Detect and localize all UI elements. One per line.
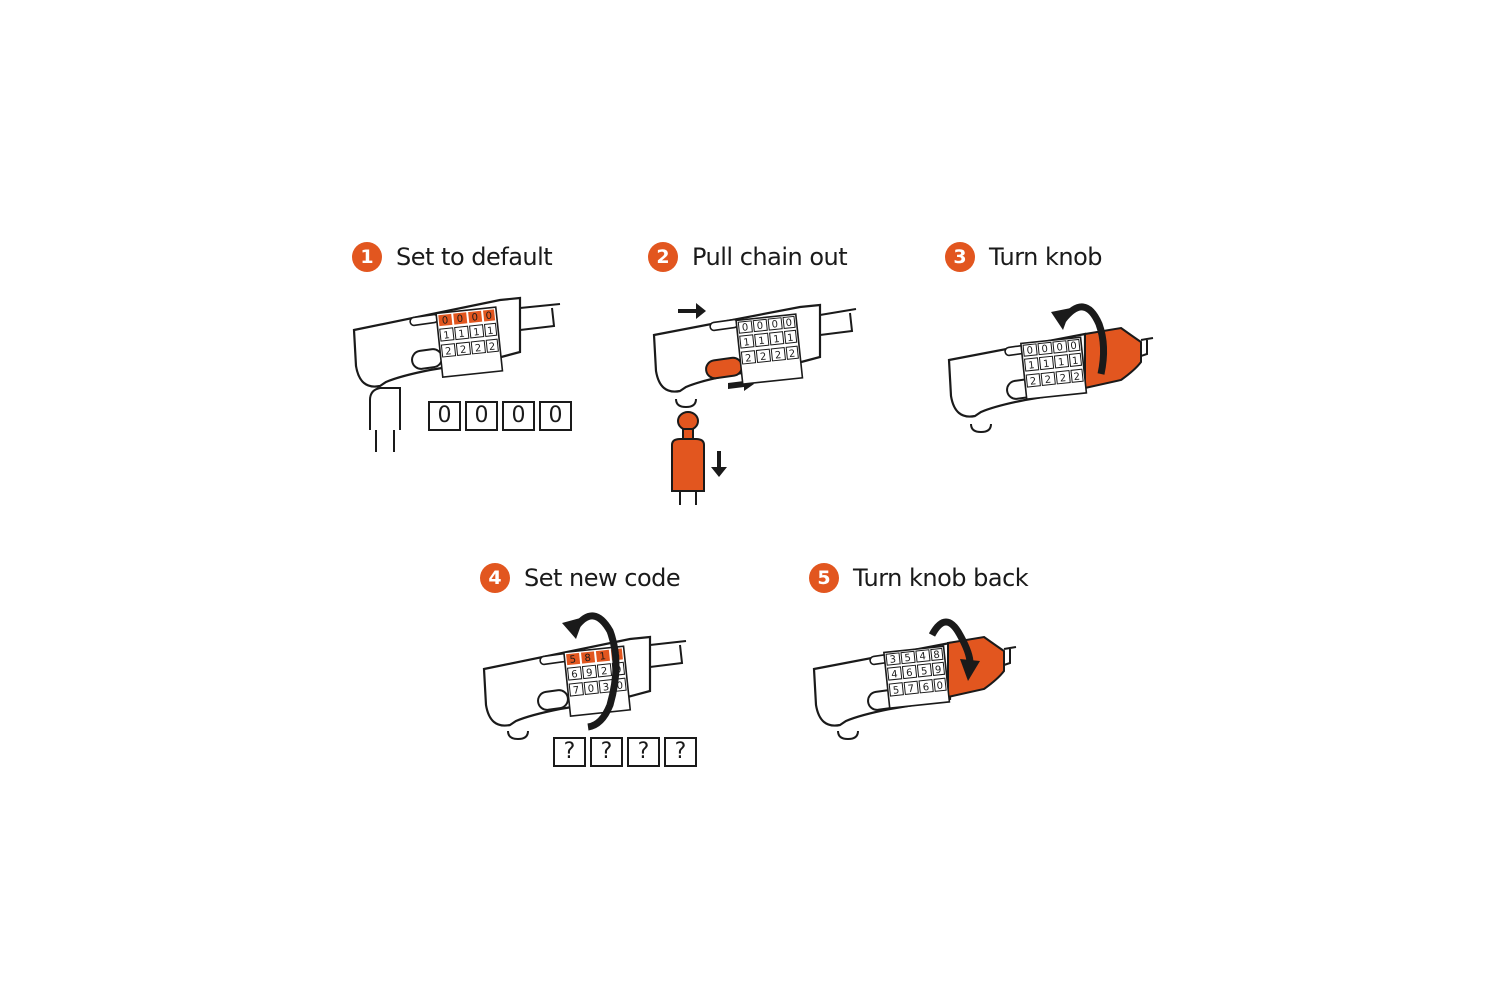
wheel-digit: 1 (787, 333, 794, 345)
step-3-header: 3 Turn knob (945, 242, 1103, 272)
wheel-digit: 5 (892, 685, 899, 697)
wheel-digit: 6 (571, 669, 578, 681)
wheel-digit: 1 (1028, 360, 1035, 372)
arrow-down-icon (711, 451, 727, 477)
step-3-label: Turn knob (989, 243, 1103, 271)
wheel-digit: 0 (1056, 342, 1063, 354)
wheel-digit: 6 (922, 682, 929, 694)
step-2-number: 2 (648, 242, 678, 272)
wheel-digit: 0 (1041, 344, 1048, 356)
wheel-digit: 1 (758, 336, 765, 348)
step-2-header: 2 Pull chain out (648, 242, 848, 272)
step-2-label: Pull chain out (692, 243, 848, 271)
code-digit: 0 (502, 401, 535, 431)
wheel-digit: 1 (1043, 359, 1050, 371)
code-digit: 0 (465, 401, 498, 431)
step-1-number: 1 (352, 242, 382, 272)
wheel-digit: 0 (771, 319, 778, 331)
lock-illustration-step-3: 0 0 0 0 1 1 1 1 2 2 2 2 (947, 303, 1154, 434)
wheel-digit: 0 (785, 318, 792, 330)
lock-illustration-step-5: 3 5 4 8 4 6 5 9 5 7 6 0 (812, 618, 1017, 741)
new-code-display: ? ? ? ? (553, 737, 697, 767)
default-code-display: 0 0 0 0 (428, 401, 572, 431)
step-3-number: 3 (945, 242, 975, 272)
wheel-digit: 0 (756, 321, 763, 333)
wheel-digit: 0 (616, 680, 623, 692)
wheel-digit: 1 (473, 327, 480, 339)
wheel-digit: 2 (774, 350, 781, 362)
step-5-label: Turn knob back (853, 564, 1029, 592)
wheel-digit: 2 (474, 343, 481, 355)
wheel-digit: 2 (788, 348, 795, 360)
wheel-digit: 2 (1059, 373, 1066, 385)
wheel-digit: 0 (471, 312, 478, 324)
wheel-digit: 8 (584, 653, 591, 665)
wheel-digit: 3 (889, 654, 896, 666)
step-1-header: 1 Set to default (352, 242, 553, 272)
wheel-digit: 2 (1044, 375, 1051, 387)
wheel-digit: 2 (745, 353, 752, 365)
code-digit: ? (664, 737, 697, 767)
wheel-digit: 1 (773, 334, 780, 346)
code-digit: ? (627, 737, 660, 767)
wheel-digit: 0 (485, 311, 492, 323)
wheel-digit: 2 (601, 666, 608, 678)
rotate-arrow-icon (562, 612, 620, 731)
wheel-digit: 0 (1070, 341, 1077, 353)
wheel-digit: 6 (906, 668, 913, 680)
wheel-digit: 1 (1071, 356, 1078, 368)
step-5-number: 5 (809, 563, 839, 593)
wheel-digit: 1 (487, 326, 494, 338)
wheel-digit: 2 (1029, 376, 1036, 388)
release-pin (671, 411, 705, 505)
wheel-digit: 0 (1026, 345, 1033, 357)
wheel-digit: 3 (602, 682, 609, 694)
code-digit: 0 (428, 401, 461, 431)
code-digit: 0 (539, 401, 572, 431)
step-4-number: 4 (480, 563, 510, 593)
wheel-digit: 0 (587, 684, 594, 696)
lock-illustration-step-4: 5 8 1 8 6 9 2 9 7 0 3 0 (482, 612, 687, 741)
wheel-digit: 7 (907, 684, 914, 696)
step-1-label: Set to default (396, 243, 553, 271)
wheel-digit: 2 (460, 345, 467, 357)
wheel-digit: 5 (904, 653, 911, 665)
code-digit: ? (553, 737, 586, 767)
wheel-digit: 5 (921, 666, 928, 678)
rotate-arrow-icon (928, 618, 980, 681)
wheel-digit: 1 (443, 330, 450, 342)
code-digit: ? (590, 737, 623, 767)
lock-illustration-step-1: 0 0 0 0 1 1 1 1 2 2 2 2 (352, 296, 561, 452)
wheel-digit: 0 (441, 315, 448, 327)
wheel-digit: 8 (933, 650, 940, 662)
wheel-digit: 1 (458, 329, 465, 341)
wheel-digit: 9 (586, 668, 593, 680)
wheel-digit: 2 (488, 341, 495, 353)
wheel-digit: 5 (569, 654, 576, 666)
step-4-header: 4 Set new code (480, 563, 681, 593)
rotate-arrow-icon (1051, 303, 1108, 375)
lock-illustration-step-2: 0 0 0 0 1 1 1 1 2 2 2 2 (652, 303, 857, 505)
arrow-right-icon (678, 303, 706, 319)
step-5-header: 5 Turn knob back (809, 563, 1029, 593)
wheel-digit: 1 (599, 651, 606, 663)
wheel-digit: 4 (891, 669, 898, 681)
wheel-digit: 1 (1058, 357, 1065, 369)
wheel-digit: 2 (760, 352, 767, 364)
wheel-digit: 2 (445, 346, 452, 358)
wheel-digit: 7 (572, 685, 579, 697)
wheel-digit: 1 (743, 337, 750, 349)
wheel-digit: 0 (936, 680, 943, 692)
step-4-label: Set new code (524, 564, 681, 592)
wheel-digit: 0 (456, 314, 463, 326)
wheel-digit: 4 (919, 651, 926, 663)
wheel-digit: 2 (1073, 371, 1080, 383)
wheel-digit: 9 (934, 665, 941, 677)
wheel-digit: 0 (741, 322, 748, 334)
